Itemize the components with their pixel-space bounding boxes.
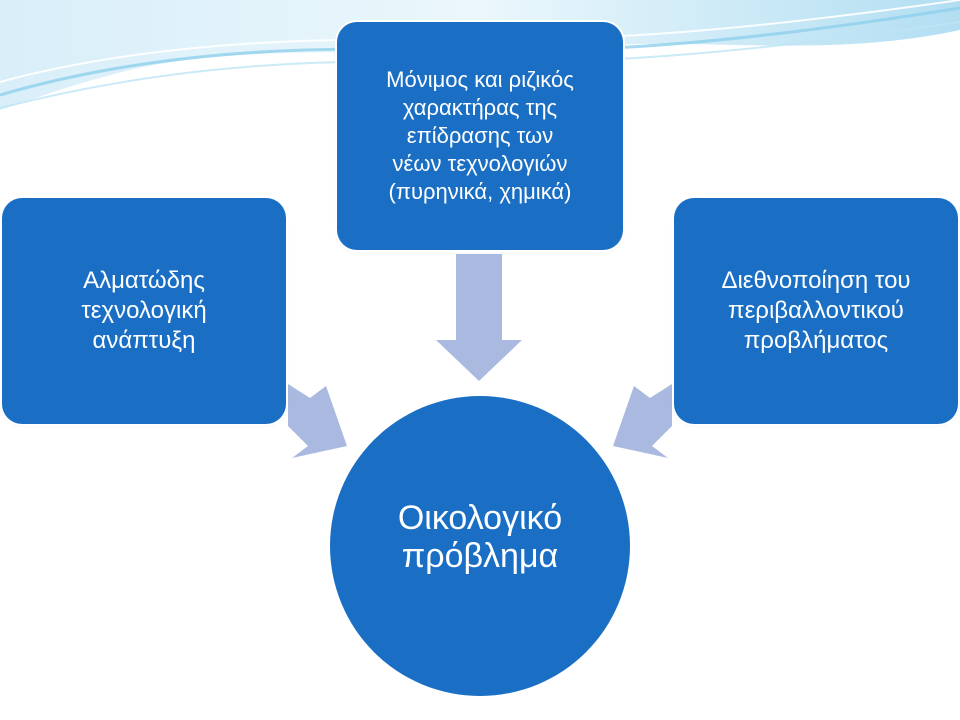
arrow-diagonal-left-icon <box>288 384 347 458</box>
box-rapid-technological-development: Αλματώδης τεχνολογική ανάπτυξη <box>2 198 286 424</box>
box-internationalization: Διεθνοποίηση του περιβαλλοντικού προβλήμ… <box>674 198 958 424</box>
box-radical-impact-label: Μόνιμος και ριζικός χαρακτήρας της επίδρ… <box>386 67 574 204</box>
center-ecological-problem: Οικολογικό πρόβλημα <box>330 396 630 696</box>
wave-band <box>0 0 960 110</box>
arrow-down-icon <box>436 254 522 381</box>
box-radical-impact: Μόνιμος και ριζικός χαρακτήρας της επίδρ… <box>337 22 623 250</box>
box-internationalization-label: Διεθνοποίηση του περιβαλλοντικού προβλήμ… <box>721 267 911 354</box>
box-rapid-technological-development-label: Αλματώδης τεχνολογική ανάπτυξη <box>81 267 207 354</box>
center-ecological-problem-label: Οικολογικό πρόβλημα <box>397 499 563 575</box>
arrow-diagonal-right-icon <box>613 384 672 458</box>
